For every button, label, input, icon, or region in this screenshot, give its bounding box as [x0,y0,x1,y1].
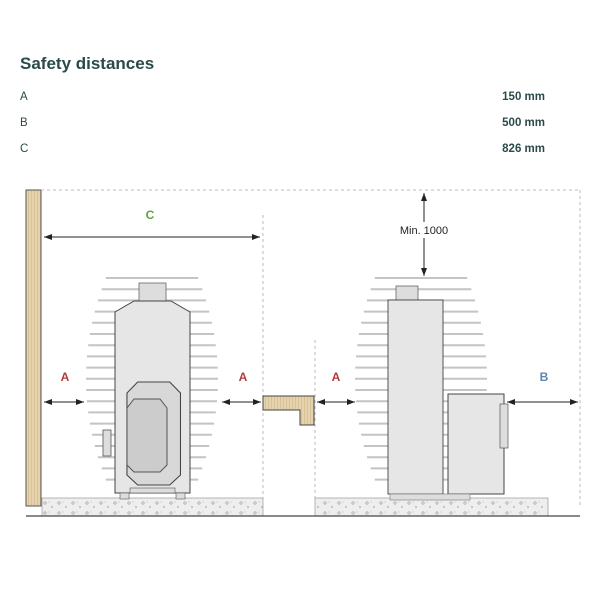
label-a: A [61,370,70,384]
distance-label: B [20,117,28,129]
wall [25,189,42,507]
distance-value: 150 mm [502,91,545,103]
distance-label: C [20,143,29,155]
min-height-label: Min. 1000 [400,225,448,237]
label-c: C [146,208,155,222]
label-b: B [540,370,549,384]
distance-value: 826 mm [502,143,545,155]
distance-label: A [20,91,28,103]
stove-side-view [355,277,509,501]
bench [262,395,315,426]
label-a: A [239,370,248,384]
label-a: A [332,370,341,384]
distance-row-b: B 500 mm [20,117,545,129]
distance-row-a: A 150 mm [20,91,545,103]
distance-row-c: C 826 mm [20,143,545,155]
stove-front-view [86,277,218,500]
distance-value: 500 mm [502,117,545,129]
page-title: Safety distances [20,54,155,73]
